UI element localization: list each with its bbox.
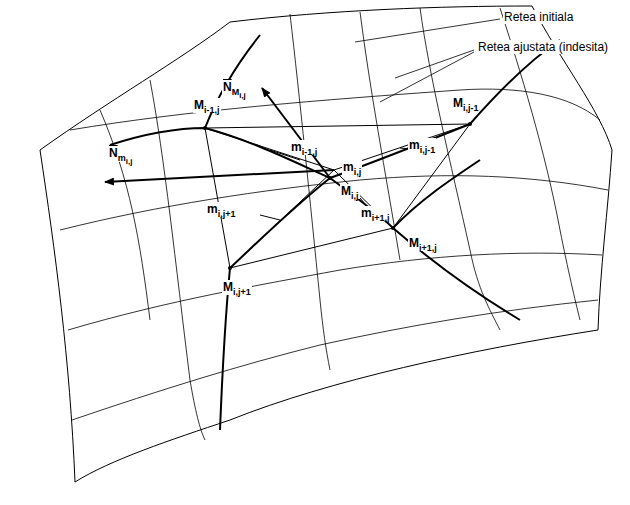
label: mi+1,j (360, 206, 390, 221)
label: Retea ajustata (indesita) (477, 40, 609, 54)
label: Mi-1,j (193, 98, 221, 113)
label: mi-1,j (290, 140, 318, 155)
label: NMi,j (222, 80, 247, 96)
label: mi,j-1 (408, 138, 436, 153)
label: Nmi,j (108, 146, 133, 162)
label: mi,j+1 (206, 202, 236, 217)
label: Mi,j (340, 184, 360, 199)
label: Mi+1,j (408, 236, 438, 251)
label: mi,j (342, 160, 362, 175)
label: Retea initiala (503, 10, 574, 24)
label: Mi,j-1 (452, 96, 480, 111)
label: Mi,j+1 (222, 280, 252, 295)
